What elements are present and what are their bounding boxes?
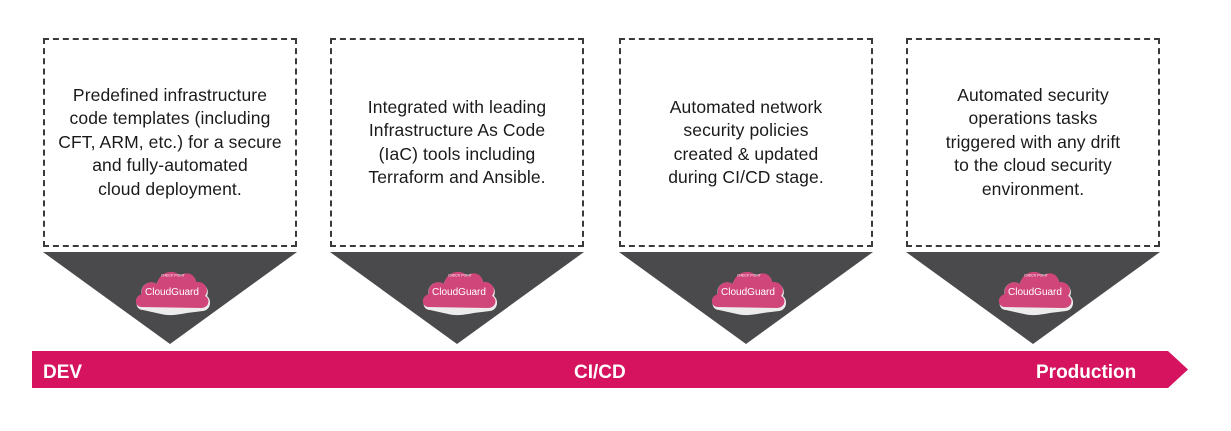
cloudguard-cloud-logo: CHECK POINT CloudGuard [711, 271, 787, 316]
badge-vendor: CHECK POINT [737, 274, 762, 278]
stage-text-line: CFT, ARM, etc.) for a secure [58, 131, 282, 152]
stage-iac: Integrated with leading Infrastructure A… [330, 38, 584, 346]
pipeline-middle-label: CI/CD [574, 362, 626, 383]
stage-text-line: environment. [981, 178, 1085, 199]
stage-text-line: cloud deployment. [98, 178, 242, 199]
badge-vendor: CHECK POINT [161, 274, 186, 278]
stage-text-line: Automated security [957, 84, 1109, 105]
stage-card: Automated network security policies crea… [619, 38, 873, 247]
cloudguard-cloud-logo: CHECK POINT CloudGuard [135, 271, 211, 316]
stage-text-line: Automated network [669, 96, 823, 117]
stage-text-line: to the cloud security [954, 155, 1112, 176]
stage-description: Automated security operations tasks trig… [920, 84, 1146, 202]
stage-text-line: triggered with any drift [945, 131, 1121, 152]
stage-text-line: and fully-automated [92, 155, 248, 176]
stage-production: Automated security operations tasks trig… [906, 38, 1160, 346]
stage-text-line: security policies [683, 120, 809, 140]
stage-cicd: Automated network security policies crea… [619, 38, 873, 346]
stage-text-line: created & updated [673, 143, 819, 164]
badge-brand: CloudGuard [432, 287, 486, 298]
cloudguard-cloud-logo: CHECK POINT CloudGuard [998, 271, 1074, 316]
stage-description: Automated network security policies crea… [633, 96, 859, 190]
stage-dev: Predefined infrastructure code templates… [43, 38, 297, 346]
stage-description: Integrated with leading Infrastructure A… [344, 96, 570, 190]
stage-description: Predefined infrastructure code templates… [57, 84, 283, 202]
stage-text-line: Predefined infrastructure [72, 84, 268, 105]
cloudguard-cloud-logo: CHECK POINT CloudGuard [422, 271, 498, 316]
stage-text-line: code templates (including [69, 108, 271, 129]
pipeline-end-label: Production [1036, 362, 1137, 383]
pipeline-start-label: DEV [43, 362, 83, 383]
pipeline-arrow [32, 351, 1188, 388]
badge-brand: CloudGuard [145, 287, 199, 298]
stage-card: Integrated with leading Infrastructure A… [330, 38, 584, 247]
badge-vendor: CHECK POINT [448, 274, 473, 278]
stage-text-line: Integrated with leading [367, 96, 547, 117]
stage-card: Automated security operations tasks trig… [906, 38, 1160, 247]
stage-text-line: operations tasks [968, 108, 1098, 129]
badge-brand: CloudGuard [721, 287, 775, 298]
stage-text-line: (IaC) tools including [378, 143, 536, 164]
stage-text-line: during CI/CD stage. [668, 167, 824, 187]
stage-text-line: Terraform and Ansible. [368, 167, 546, 187]
badge-brand: CloudGuard [1008, 287, 1062, 298]
stage-text-line: Infrastructure As Code [368, 120, 546, 140]
badge-vendor: CHECK POINT [1024, 274, 1049, 278]
stage-card: Predefined infrastructure code templates… [43, 38, 297, 247]
